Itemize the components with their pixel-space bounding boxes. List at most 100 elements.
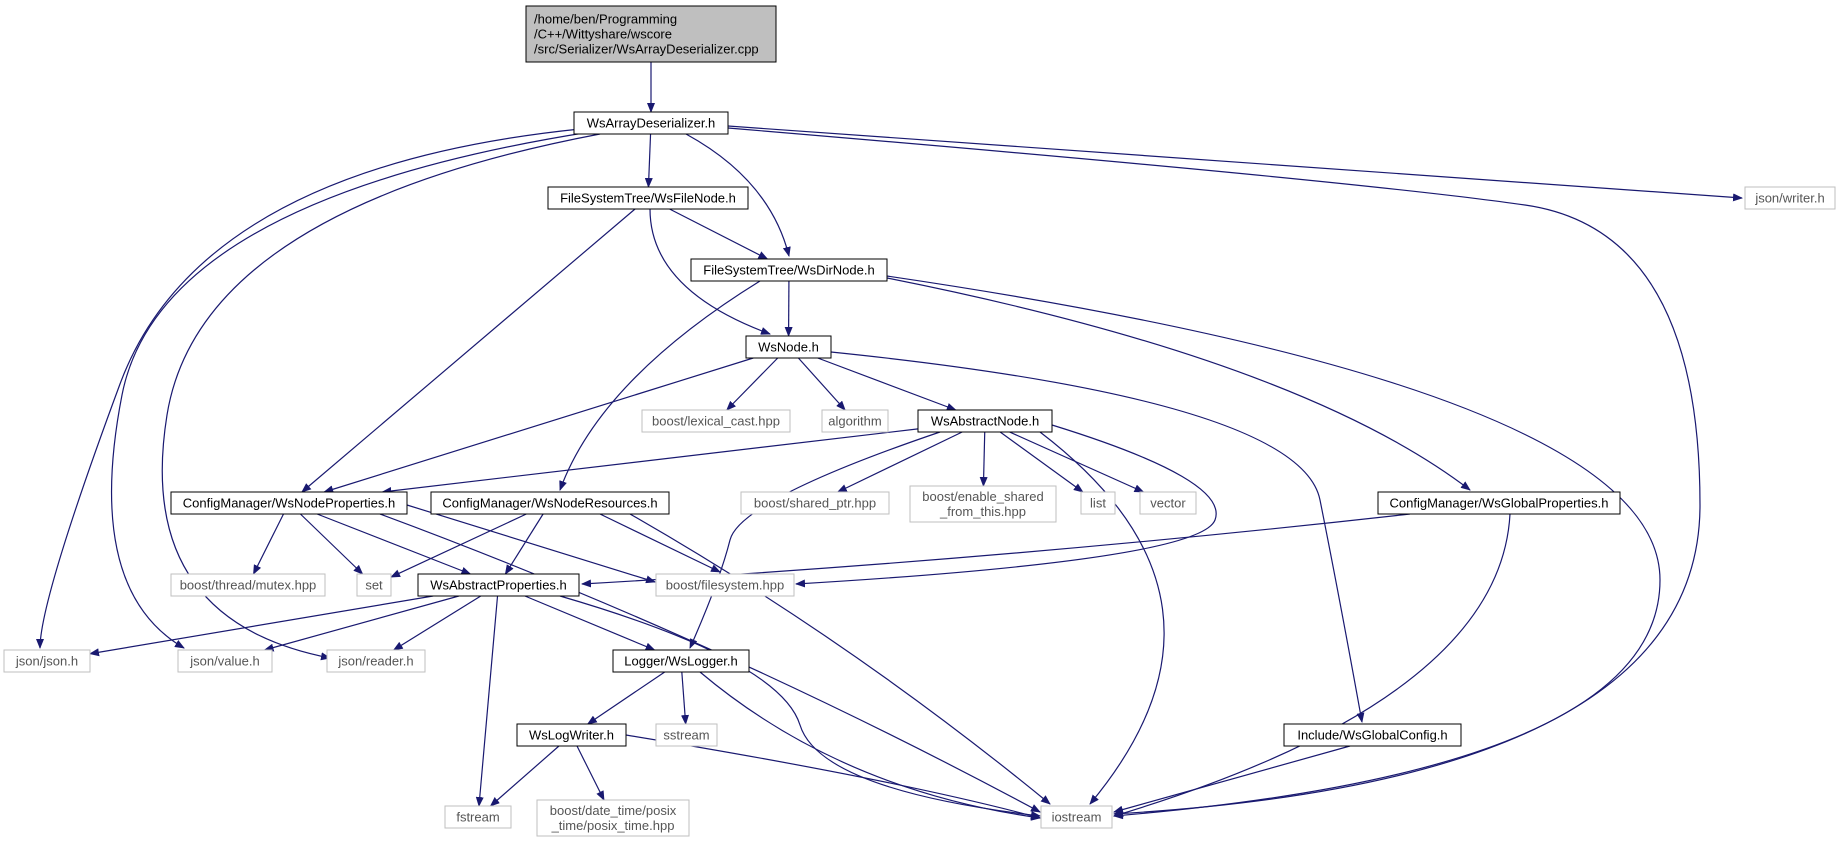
node-box-algorithm [821, 409, 889, 433]
edge-WsAbstractNode-to-iostream [1039, 431, 1165, 805]
node-WsGlobalProperties[interactable]: ConfigManager/WsGlobalProperties.h [1377, 491, 1621, 515]
node-box-fstream [444, 805, 512, 829]
edge-WsAbstractNode-to-WsLogger [689, 431, 941, 649]
edge-WsAbstractProperties-to-WsLogger [524, 595, 656, 651]
node-box-WsDirNode [690, 258, 888, 282]
node-enable_shared: boost/enable_shared_from_this.hpp [909, 485, 1057, 523]
edge-WsFileNode-to-WsDirNode [669, 208, 769, 260]
node-box-vector [1139, 491, 1197, 515]
edge-WsLogger-to-iostream [699, 671, 1041, 821]
node-label-algorithm: algorithm [828, 414, 881, 429]
edge-WsDirNode-to-WsNodeResources [559, 280, 761, 491]
edge-WsArrayDeserializer-to-iostream [727, 127, 1701, 818]
node-algorithm: algorithm [821, 409, 889, 433]
node-label-WsGlobalConfig: Include/WsGlobalConfig.h [1297, 728, 1447, 743]
node-box-WsLogWriter [516, 723, 627, 747]
node-label-WsLogWriter: WsLogWriter.h [529, 728, 614, 743]
node-WsNode[interactable]: WsNode.h [745, 335, 832, 359]
node-box-WsAbstractNode [917, 409, 1053, 433]
node-root[interactable]: /home/ben/Programming/C++/Wittyshare/wsc… [525, 5, 777, 63]
node-jsonjson: json/json.h [3, 649, 91, 673]
edge-WsAbstractProperties-to-jsonvalue [263, 595, 460, 652]
edge-WsAbstractNode-to-enable_shared [979, 431, 988, 487]
node-label-fstream: fstream [456, 810, 499, 825]
node-box-shared_ptr [740, 491, 890, 515]
node-box-jsonjson [3, 649, 91, 673]
edge-WsLogWriter-to-fstream [489, 745, 560, 807]
node-WsFileNode[interactable]: FileSystemTree/WsFileNode.h [547, 186, 749, 210]
node-fstream: fstream [444, 805, 512, 829]
node-label-WsAbstractNode: WsAbstractNode.h [931, 414, 1039, 429]
edge-WsDirNode-to-WsGlobalProperties [886, 277, 1471, 491]
node-label-root-line0: /home/ben/Programming [534, 12, 677, 27]
node-label-WsNodeProperties: ConfigManager/WsNodeProperties.h [183, 496, 395, 511]
node-label-WsFileNode: FileSystemTree/WsFileNode.h [560, 191, 736, 206]
node-WsAbstractNode[interactable]: WsAbstractNode.h [917, 409, 1053, 433]
node-label-sstream: sstream [663, 728, 709, 743]
node-filesystem: boost/filesystem.hpp [655, 573, 795, 597]
edge-WsAbstractProperties-to-fstream [475, 595, 499, 807]
node-label-WsLogger: Logger/WsLogger.h [624, 654, 737, 669]
edges-layer [36, 62, 1743, 821]
node-label-root-line1: /C++/Wittyshare/wscore [534, 27, 672, 42]
node-shared_ptr: boost/shared_ptr.hpp [740, 491, 890, 515]
edge-WsNode-to-lexical_cast [726, 357, 779, 411]
node-label-list: list [1090, 496, 1106, 511]
edge-WsArrayDeserializer-to-jsonvalue [110, 131, 591, 649]
node-label-vector: vector [1150, 496, 1186, 511]
node-box-WsGlobalConfig [1283, 723, 1462, 747]
node-label-root-line2: /src/Serializer/WsArrayDeserializer.cpp [534, 42, 759, 57]
node-box-WsLogger [612, 649, 750, 673]
node-label-WsAbstractProperties: WsAbstractProperties.h [430, 578, 567, 593]
node-iostream: iostream [1040, 805, 1113, 829]
node-set: set [356, 573, 392, 597]
node-box-set [356, 573, 392, 597]
node-WsDirNode[interactable]: FileSystemTree/WsDirNode.h [690, 258, 888, 282]
node-WsGlobalConfig[interactable]: Include/WsGlobalConfig.h [1283, 723, 1462, 747]
node-box-root [525, 5, 777, 63]
node-posix_time: boost/date_time/posix_time/posix_time.hp… [536, 799, 690, 837]
edge-WsArrayDeserializer-to-jsonreader [161, 133, 601, 661]
node-box-sstream [655, 723, 718, 747]
edge-WsLogger-to-WsLogWriter [586, 671, 666, 725]
node-WsNodeResources[interactable]: ConfigManager/WsNodeResources.h [430, 491, 670, 515]
node-WsLogWriter[interactable]: WsLogWriter.h [516, 723, 627, 747]
node-WsArrayDeserializer[interactable]: WsArrayDeserializer.h [573, 111, 729, 135]
node-label-posix_time-line1: _time/posix_time.hpp [551, 818, 675, 833]
node-box-WsFileNode [547, 186, 749, 210]
edge-WsNode-to-algorithm [797, 357, 846, 411]
node-box-WsAbstractProperties [417, 573, 580, 597]
edge-WsGlobalProperties-to-iostream [1113, 513, 1511, 818]
node-WsAbstractProperties[interactable]: WsAbstractProperties.h [417, 573, 580, 597]
node-box-WsNodeProperties [170, 491, 408, 515]
edge-WsAbstractNode-to-filesystem [795, 424, 1217, 588]
node-WsLogger[interactable]: Logger/WsLogger.h [612, 649, 750, 673]
node-box-list [1080, 491, 1116, 515]
node-label-jsonreader: json/reader.h [337, 654, 413, 669]
node-box-WsNodeResources [430, 491, 670, 515]
edge-WsAbstractNode-to-list [999, 431, 1084, 493]
edge-WsNodeProperties-to-set [299, 513, 364, 575]
node-box-lexical_cast [641, 409, 791, 433]
nodes-layer: /home/ben/Programming/C++/Wittyshare/wsc… [3, 5, 1836, 837]
node-box-iostream [1040, 805, 1113, 829]
node-list: list [1080, 491, 1116, 515]
edge-WsLogger-to-sstream [681, 671, 690, 725]
node-box-enable_shared [909, 485, 1057, 523]
node-label-enable_shared-line0: boost/enable_shared [922, 489, 1043, 504]
node-label-WsGlobalProperties: ConfigManager/WsGlobalProperties.h [1390, 496, 1609, 511]
edge-WsArrayDeserializer-to-WsFileNode [644, 133, 653, 188]
edge-WsArrayDeserializer-to-WsDirNode [685, 133, 791, 257]
node-mutex: boost/thread/mutex.hpp [170, 573, 326, 597]
edge-WsNodeResources-to-filesystem [599, 513, 721, 573]
node-label-WsNodeResources: ConfigManager/WsNodeResources.h [442, 496, 657, 511]
edge-WsNodeProperties-to-filesystem [406, 504, 656, 584]
node-label-jsonwriter: json/writer.h [1754, 191, 1824, 206]
node-box-jsonreader [326, 649, 426, 673]
node-label-WsArrayDeserializer: WsArrayDeserializer.h [587, 116, 716, 131]
node-WsNodeProperties[interactable]: ConfigManager/WsNodeProperties.h [170, 491, 408, 515]
node-box-WsNode [745, 335, 832, 359]
node-jsonvalue: json/value.h [177, 649, 273, 673]
node-label-lexical_cast: boost/lexical_cast.hpp [652, 414, 780, 429]
